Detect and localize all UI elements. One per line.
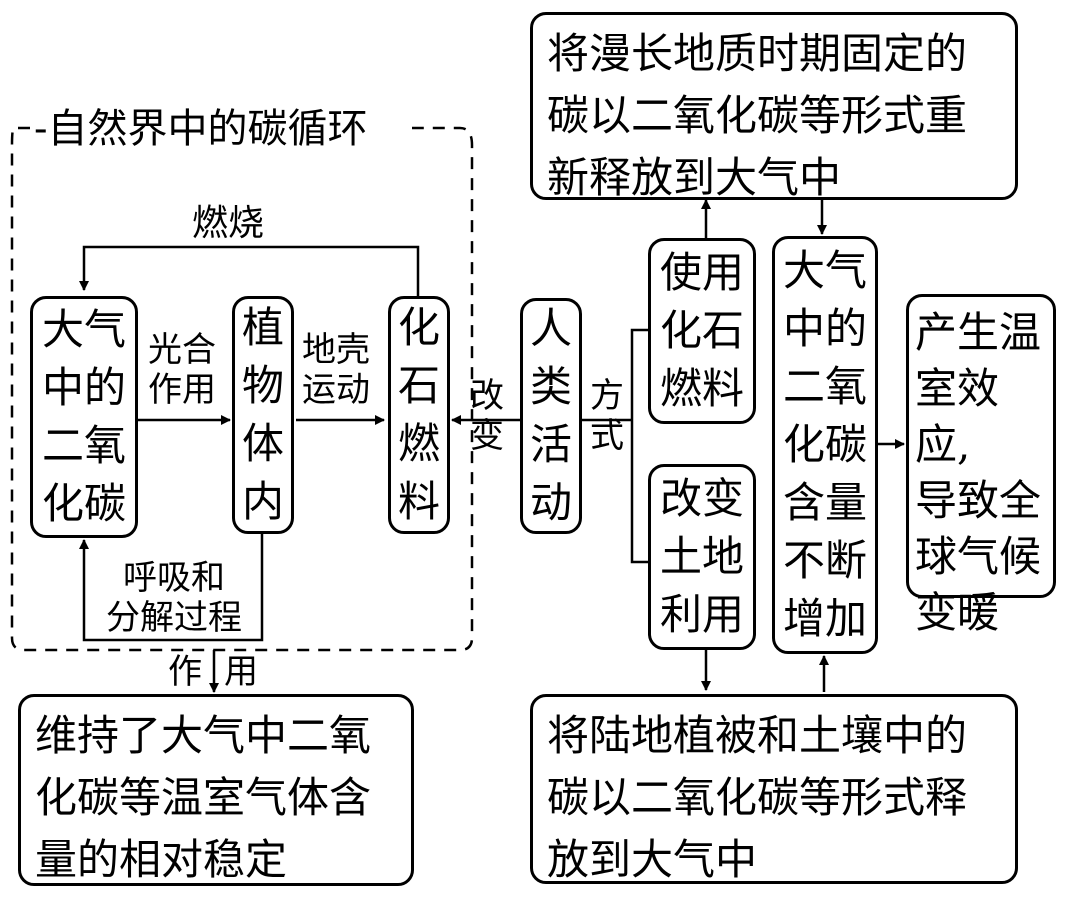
text-line: 变暖: [915, 588, 1000, 637]
text-line: 二氧: [782, 362, 867, 411]
text-line: 改变: [659, 474, 744, 523]
node-fossil-fuel: 化 石 燃 料: [388, 296, 450, 534]
cycle-title: -自然界中的碳循环: [30, 106, 372, 152]
text-line: 球气候: [915, 532, 1042, 581]
label-change: 改 变: [470, 376, 504, 456]
arrow-respiration: [79, 532, 264, 642]
arrow-burning: [79, 245, 420, 298]
text-line: 运动: [302, 370, 370, 410]
text-line: 改: [470, 376, 504, 416]
text-line: 化碳: [782, 420, 867, 469]
node-release-land: 将陆地植被和土壤中的碳以二氧化碳等形式释放到大气中: [530, 694, 1018, 884]
text-line: 地壳: [302, 330, 370, 370]
text-line: 动: [529, 478, 572, 527]
label-effect-left: 作: [168, 652, 202, 692]
node-atmosphere-co2: 大气 中的 二氧 化碳: [30, 296, 138, 538]
text-line: 不断: [782, 536, 867, 585]
text-line: 物: [241, 361, 284, 410]
text-line: 大气: [41, 305, 126, 354]
text-line: 分解过程: [106, 598, 242, 638]
text-line: 类: [529, 362, 572, 411]
text-line: 燃: [397, 419, 440, 468]
text-line: 呼吸和: [123, 558, 225, 598]
text-line: 化石: [659, 306, 744, 355]
text-line: 内: [241, 477, 284, 526]
text-line: 料: [397, 477, 440, 526]
node-use-fossil-fuel: 使用 化石 燃料: [648, 238, 756, 424]
node-human-activity: 人 类 活 动: [520, 298, 582, 534]
text-line: 人: [529, 304, 572, 353]
text-line: 含量: [782, 478, 867, 527]
label-respiration: 呼吸和 分解过程: [92, 558, 256, 638]
text-line: 活: [529, 420, 572, 469]
text-line: 土地: [659, 532, 744, 581]
text-line: 光合: [148, 330, 216, 370]
node-greenhouse-result: 产生温 室效应, 导致全 球气候 变暖: [906, 294, 1056, 637]
text-line: 石: [397, 361, 440, 410]
node-co2-increase: 大气 中的 二氧 化碳 含量 不断 增加: [772, 236, 878, 654]
label-method: 方 式: [590, 376, 624, 456]
method-bracket: [630, 328, 648, 564]
text-line: 中的: [782, 304, 867, 353]
text-line: 使用: [659, 248, 744, 297]
text-line: 产生温: [915, 308, 1042, 357]
text-line: 中的: [41, 363, 126, 412]
text-line: 方: [590, 376, 624, 416]
text-line: 化: [397, 303, 440, 352]
cycle-frame: [10, 126, 474, 652]
text-line: 增加: [782, 594, 867, 643]
text-line: 变: [470, 416, 504, 456]
text-line: 植: [241, 303, 284, 352]
node-change-land-use: 改变 土地 利用: [648, 464, 756, 650]
label-effect-right: 用: [224, 652, 258, 692]
node-release-geologic: 将漫长地质时期固定的碳以二氧化碳等形式重新释放到大气中: [530, 12, 1018, 202]
text-line: 燃料: [659, 364, 744, 413]
text-line: 导致全: [915, 476, 1042, 525]
text-line: 作用: [148, 370, 216, 410]
text-line: 大气: [782, 246, 867, 295]
node-effect-result: 维持了大气中二氧化碳等温室气体含量的相对稳定: [18, 694, 414, 886]
label-crust-movement: 地壳 运动: [302, 330, 370, 410]
label-photosynthesis: 光合 作用: [148, 330, 216, 410]
text-line: 利用: [659, 590, 744, 639]
node-plants: 植 物 体 内: [232, 296, 294, 534]
text-line: 二氧: [41, 421, 126, 470]
text-line: 式: [590, 416, 624, 456]
label-burning: 燃烧: [192, 203, 265, 244]
text-line: 体: [241, 419, 284, 468]
text-line: 室效应,: [915, 364, 1000, 469]
text-line: 化碳: [41, 479, 126, 528]
